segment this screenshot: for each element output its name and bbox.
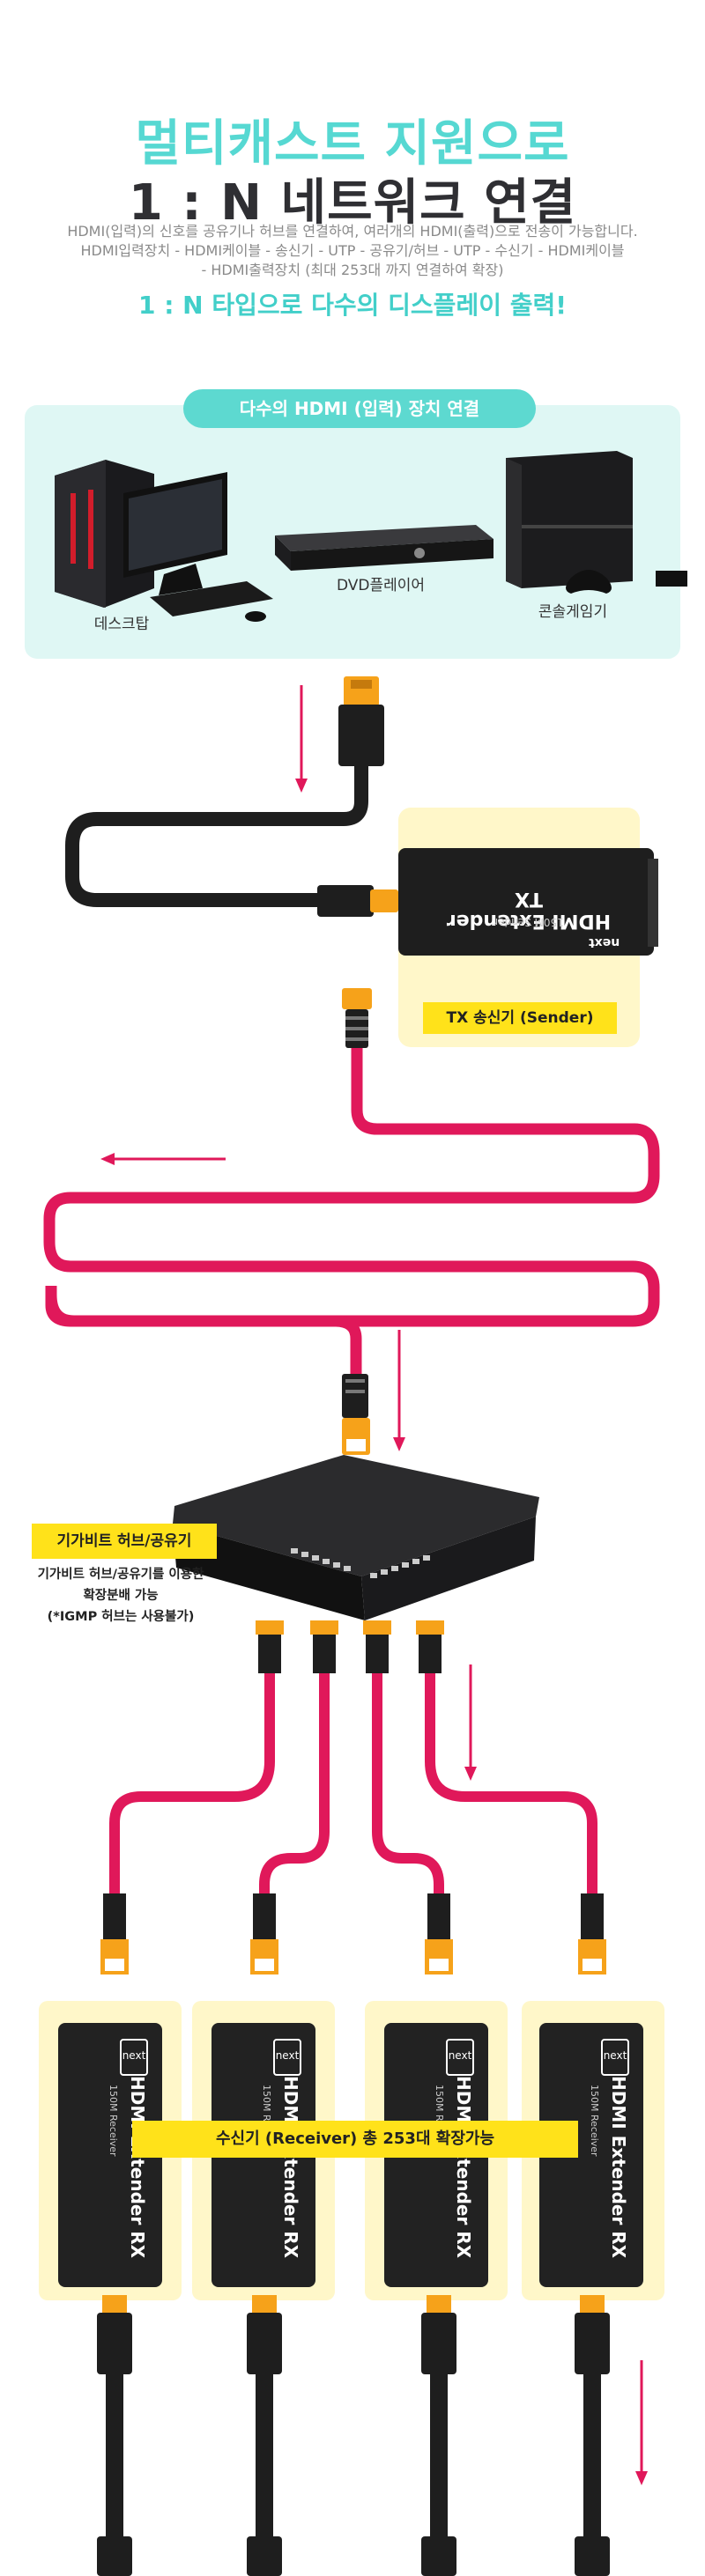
title-line1: 멀티캐스트 지원으로 [135, 115, 570, 173]
description-line2: HDMI입력장치 - HDMI케이블 - 송신기 - UTP - 공유기/허브 … [80, 242, 625, 259]
hub-note-line3: (*IGMP 허브는 사용불가) [47, 1610, 195, 1624]
description-line1: HDMI(입력)의 신호를 공유기나 허브를 연결하여, 여러개의 HDMI(출… [67, 223, 638, 240]
rx-device-4: next HDMI Extender RX 150M Receiver [539, 2023, 643, 2287]
rx-label-2: HDMI Extender RX [280, 2076, 301, 2259]
subheading: 1 : N 타입으로 다수의 디스플레이 출력! [137, 291, 567, 320]
rx-logo-4: next [601, 2039, 629, 2076]
rx-label-4: HDMI Extender RX [608, 2076, 629, 2259]
cable-diagram-upper [43, 676, 660, 1455]
game-console-icon [506, 451, 687, 594]
input-devices-illustration [55, 451, 687, 622]
dvd-player-icon [275, 525, 494, 571]
description-line3: - HDMI출력장치 (최대 253대 까지 연결하여 확장) [201, 262, 504, 278]
hub-rj45-plugs [256, 1620, 444, 1673]
hub-note-line1: 기가비트 허브/공유기를 이용한 [37, 1568, 204, 1582]
hub-note-line2: 확장분배 가능 [83, 1589, 159, 1603]
rx-hdmi-cables [97, 2295, 610, 2576]
input-panel-pill: 다수의 HDMI (입력) 장치 연결 [183, 389, 536, 428]
tx-device [398, 848, 658, 956]
title-line2: 1 : N 네트워크 연결 [128, 174, 577, 232]
desktop-icon [55, 460, 273, 622]
rx-rj45-plugs [100, 1893, 606, 1974]
rx-label-3: HDMI Extender RX [453, 2076, 474, 2259]
hub-label: 기가비트 허브/공유기 [32, 1524, 217, 1559]
rx-label-1: HDMI Extender RX [127, 2076, 148, 2259]
rx-logo-2: next [273, 2039, 301, 2076]
hub-illustration [173, 1455, 539, 1620]
rx-sublabel-1: 150M Receiver [108, 2085, 119, 2157]
device-label-console: 콘솔게임기 [538, 603, 608, 621]
device-label-desktop: 데스크탑 [93, 616, 150, 633]
rx-sublabel-4: 150M Receiver [589, 2085, 600, 2157]
device-label-dvd: DVD플레이어 [336, 577, 426, 594]
rx-logo-3: next [446, 2039, 474, 2076]
receiver-count-label: 수신기 (Receiver) 총 253대 확장가능 [132, 2121, 578, 2158]
tx-sender-label: TX 송신기 (Sender) [423, 1002, 617, 1034]
rx-logo-1: next [120, 2039, 148, 2076]
